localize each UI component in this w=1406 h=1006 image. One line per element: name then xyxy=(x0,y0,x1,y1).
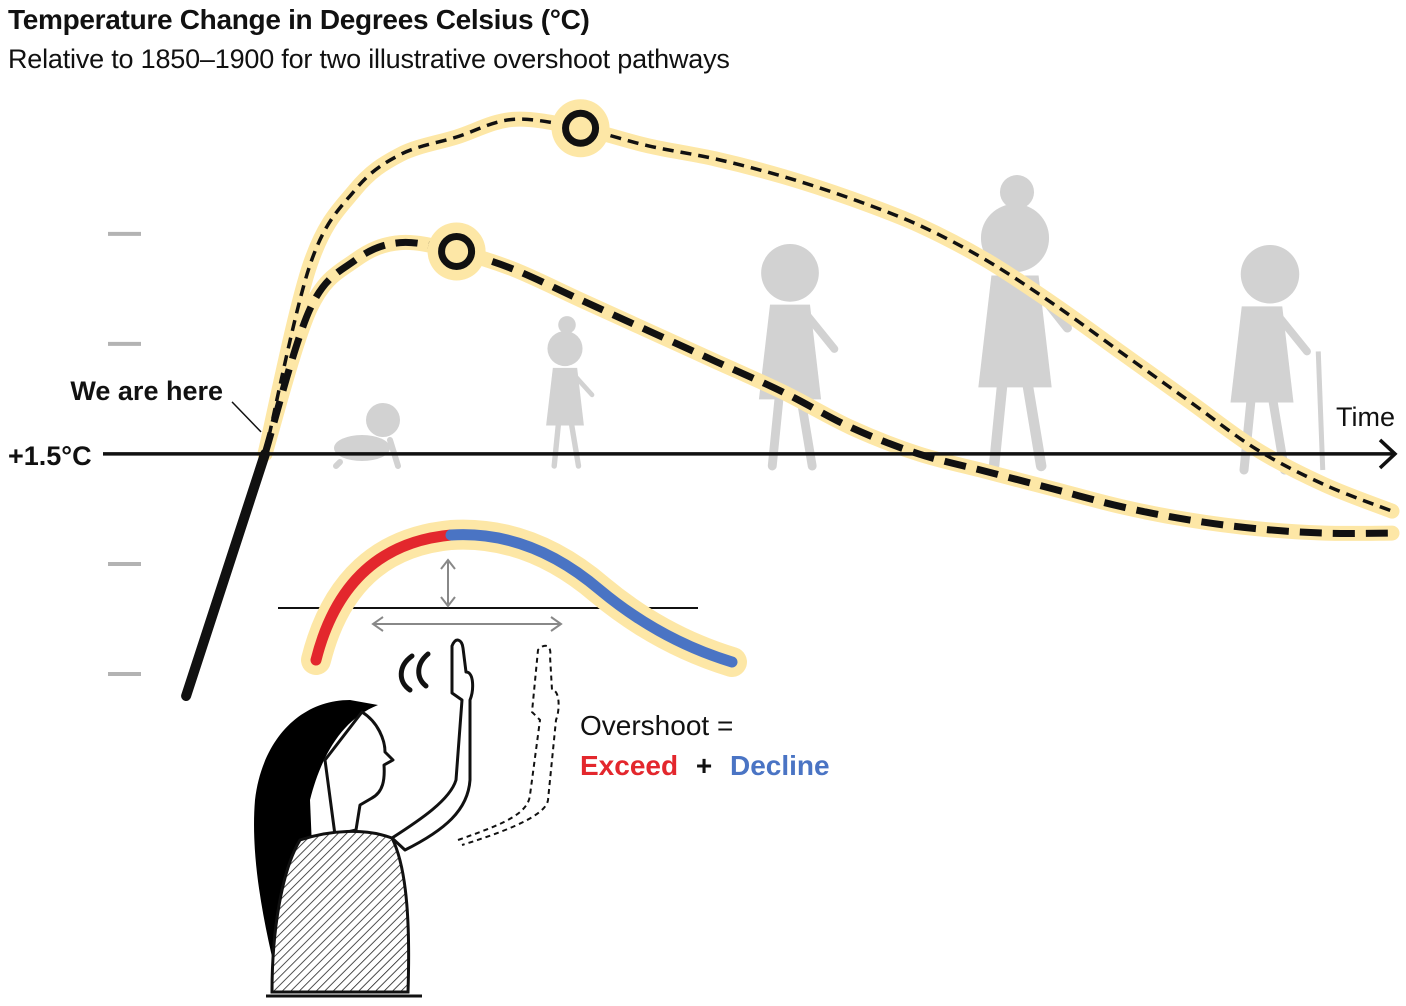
chart-subtitle: Relative to 1850–1900 for two illustrati… xyxy=(8,44,730,74)
inset-height-arrowheads xyxy=(440,558,456,608)
peak-marker-0 xyxy=(562,109,600,147)
inset-plus-sign: + xyxy=(696,750,712,781)
inset-exceed-curve xyxy=(310,529,457,666)
pathway-halos xyxy=(257,111,1400,541)
inset-decline-label: Decline xyxy=(730,750,830,781)
child-figure xyxy=(546,316,595,469)
pathway-halo-0 xyxy=(257,111,1400,519)
pathway-line-1 xyxy=(261,238,1393,537)
x-axis-label: Time xyxy=(1336,402,1395,432)
peak-markers xyxy=(427,99,610,281)
overshoot-inset xyxy=(278,519,747,677)
inset-formula: Exceed + Decline xyxy=(580,750,830,781)
pathway-halo-1 xyxy=(257,234,1400,541)
pathway-lines xyxy=(261,117,1393,537)
y-tick-marks xyxy=(108,231,141,676)
woman-motion-marks xyxy=(398,651,431,693)
woman-arm-motion-ghost xyxy=(457,644,560,846)
life-stage-figures xyxy=(333,175,1326,475)
inset-decline-curve xyxy=(445,529,738,668)
we-are-here-label: We are here xyxy=(70,376,223,406)
woman-shirt xyxy=(270,830,411,994)
history-line xyxy=(181,448,270,701)
teen-figure xyxy=(758,243,839,471)
woman-face xyxy=(323,710,395,837)
inset-overshoot-label: Overshoot = xyxy=(580,710,733,741)
time-arrowhead-icon xyxy=(1378,438,1398,470)
woman-pointing-illustration xyxy=(254,638,560,998)
woman-raised-arm xyxy=(390,638,475,852)
baby-figure xyxy=(333,403,401,469)
chart-title: Temperature Change in Degrees Celsius (°… xyxy=(8,4,590,35)
inset-duration-arrowheads xyxy=(371,616,563,632)
we-are-here-leader xyxy=(231,401,262,433)
peak-marker-1 xyxy=(438,232,476,270)
inset-exceed-label: Exceed xyxy=(580,750,678,781)
reference-label: +1.5°C xyxy=(8,441,92,471)
adult-figure xyxy=(978,175,1072,472)
